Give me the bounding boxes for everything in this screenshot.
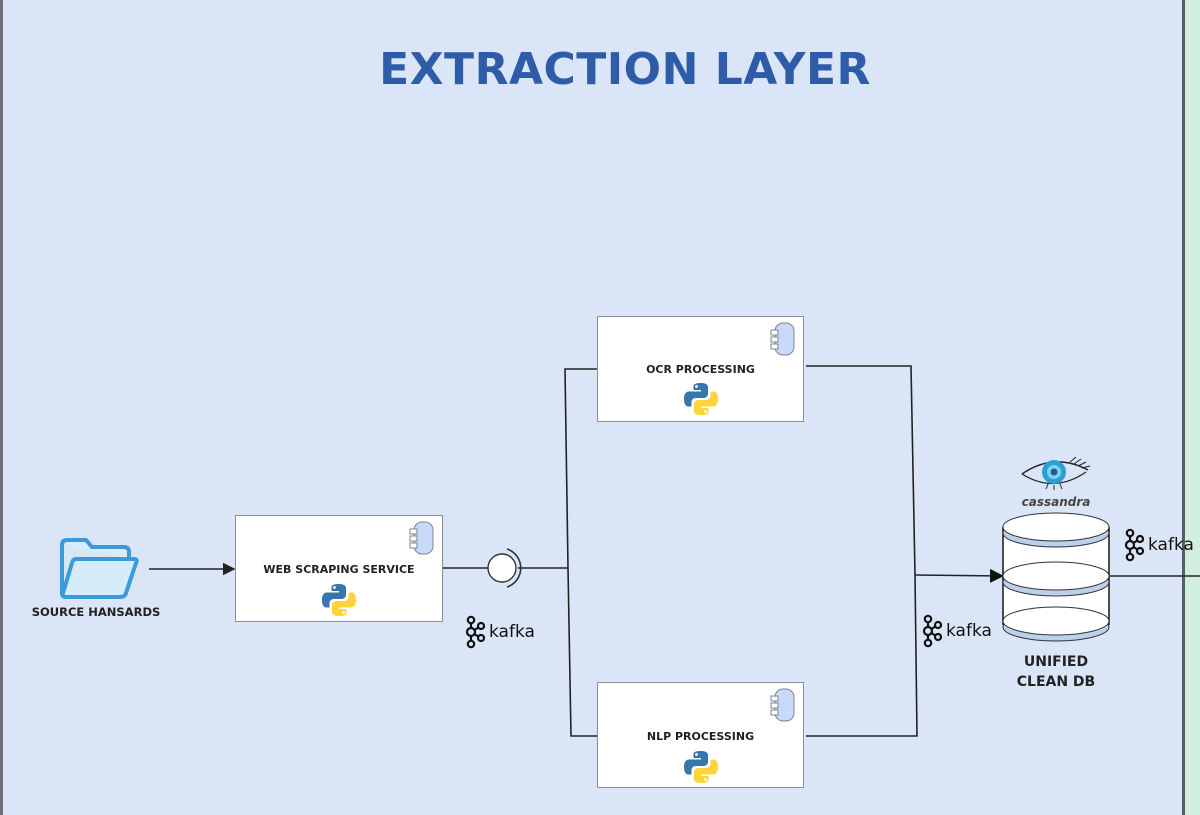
- ocr-processing-box[interactable]: OCR PROCESSING: [597, 316, 804, 422]
- kafka-text: kafka: [489, 622, 535, 642]
- cassandra-logo: cassandra: [1018, 456, 1094, 509]
- component-icon: [770, 688, 795, 722]
- kafka-interface-socket: [487, 548, 522, 588]
- kafka-label-db-output: kafka: [1124, 528, 1194, 562]
- python-icon: [684, 751, 718, 783]
- source-hansards-label: SOURCE HANSARDS: [31, 605, 161, 619]
- edge-nlp-to-merge: [806, 574, 918, 737]
- edge-ocr-to-merge: [806, 365, 916, 576]
- edge-branch-to-ocr: [564, 368, 597, 569]
- edge-branch-to-nlp: [567, 567, 597, 737]
- nlp-processing-label: NLP PROCESSING: [646, 730, 755, 743]
- kafka-text: kafka: [946, 621, 992, 641]
- kafka-text: kafka: [1148, 535, 1194, 555]
- web-scraping-service-label: WEB SCRAPING SERVICE: [263, 563, 415, 576]
- ocr-processing-label: OCR PROCESSING: [646, 363, 755, 376]
- kafka-icon: [1124, 528, 1144, 562]
- database-label: UNIFIED CLEAN DB: [996, 652, 1116, 692]
- kafka-icon: [465, 615, 485, 649]
- kafka-label-scraper: kafka: [465, 615, 535, 649]
- kafka-icon: [922, 614, 942, 648]
- database-label-line1: UNIFIED: [1023, 654, 1089, 670]
- edge-merge-to-db: [914, 568, 1004, 583]
- web-scraping-service-box[interactable]: WEB SCRAPING SERVICE: [235, 515, 443, 622]
- cassandra-wordmark: cassandra: [1021, 495, 1091, 509]
- folder-icon: [60, 538, 139, 599]
- cassandra-eye-icon: [1021, 456, 1091, 490]
- layer-title: EXTRACTION LAYER: [379, 44, 871, 95]
- component-icon: [770, 322, 795, 356]
- kafka-label-merge: kafka: [922, 614, 992, 648]
- component-icon: [409, 521, 434, 555]
- python-icon: [684, 383, 718, 415]
- python-icon: [322, 584, 356, 616]
- adjacent-layer-container: [1182, 0, 1200, 815]
- database-cylinder: [1002, 512, 1110, 642]
- nlp-processing-box[interactable]: NLP PROCESSING: [597, 682, 804, 788]
- database-label-line2: CLEAN DB: [1016, 674, 1096, 690]
